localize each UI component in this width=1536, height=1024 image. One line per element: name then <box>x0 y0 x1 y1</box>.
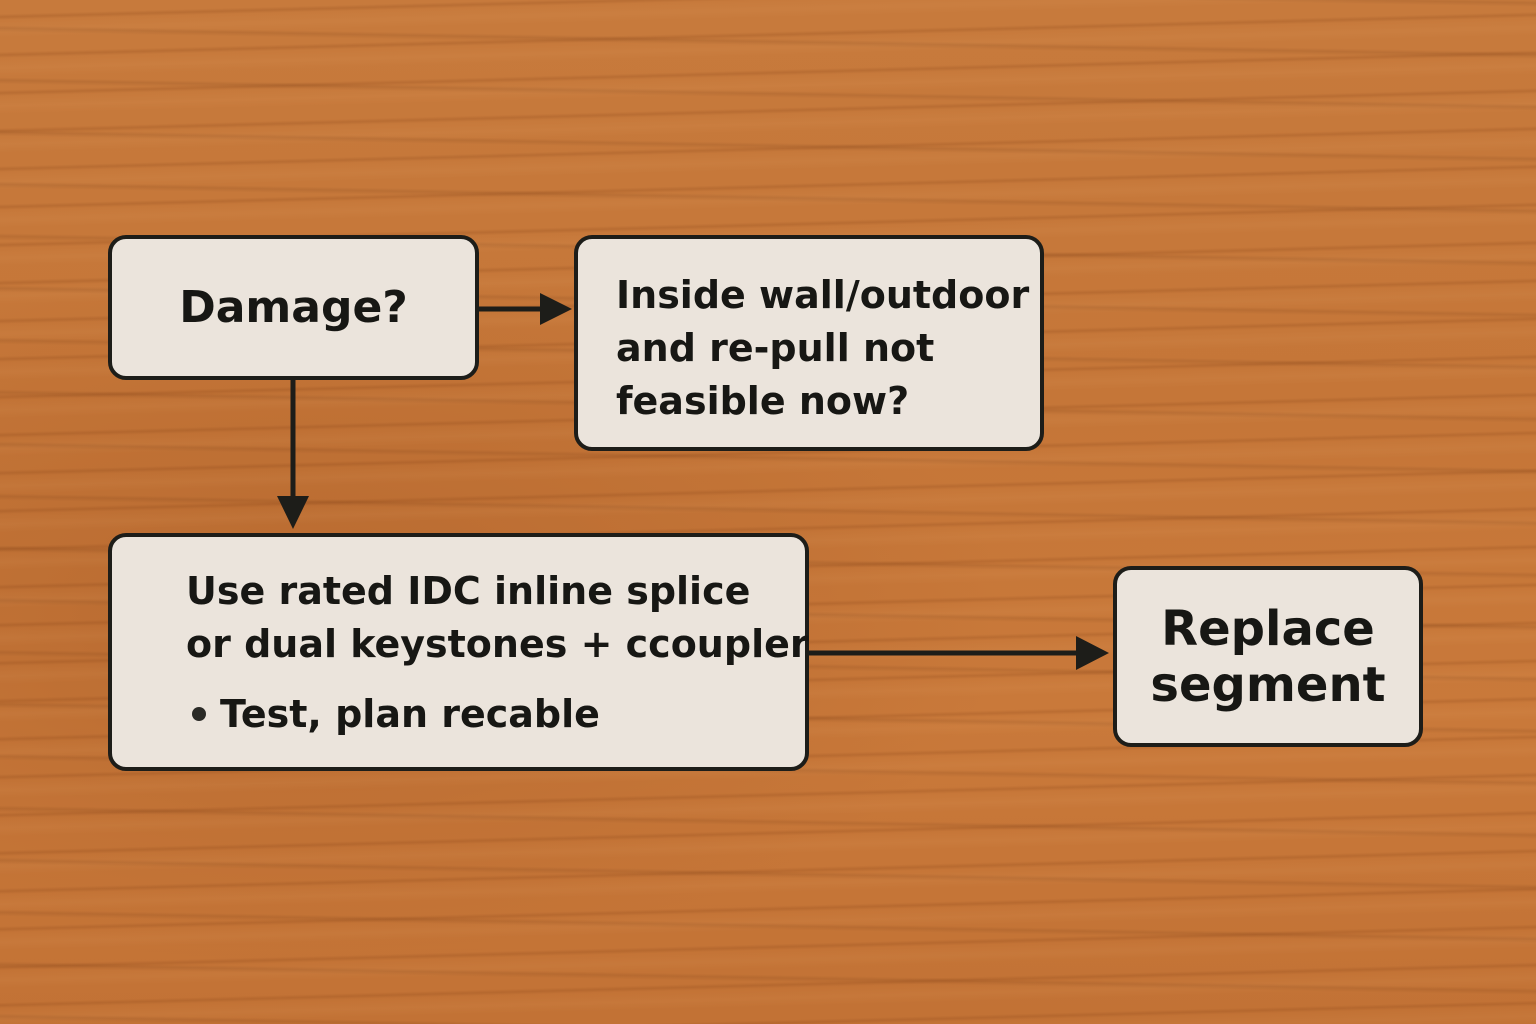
node-label: Damage? <box>179 282 408 333</box>
bullet-text: Test, plan recable <box>220 692 600 736</box>
arrowhead-icon <box>540 293 572 325</box>
node-label-line: feasible now? <box>616 379 910 423</box>
node-replace: Replace segment <box>1113 566 1423 747</box>
node-label-line: Use rated IDC inline splice <box>186 569 751 613</box>
arrowhead-icon <box>1076 636 1109 670</box>
node-splice: Use rated IDC inline splice or dual keys… <box>108 533 809 771</box>
bullet-item: Test, plan recable <box>192 688 805 741</box>
arrowhead-icon <box>277 496 309 529</box>
node-damage: Damage? <box>108 235 479 380</box>
node-label-line: Inside wall/outdoor <box>616 273 1030 317</box>
bullet-icon <box>192 706 206 721</box>
node-label-line: and re-pull not <box>616 326 935 370</box>
node-inside-wall: Inside wall/outdoor and re-pull not feas… <box>574 235 1044 451</box>
node-label-line: segment <box>1150 656 1386 713</box>
node-label-line: Replace <box>1161 600 1375 657</box>
node-label-line: or dual keystones + ccoupler <box>186 622 809 666</box>
